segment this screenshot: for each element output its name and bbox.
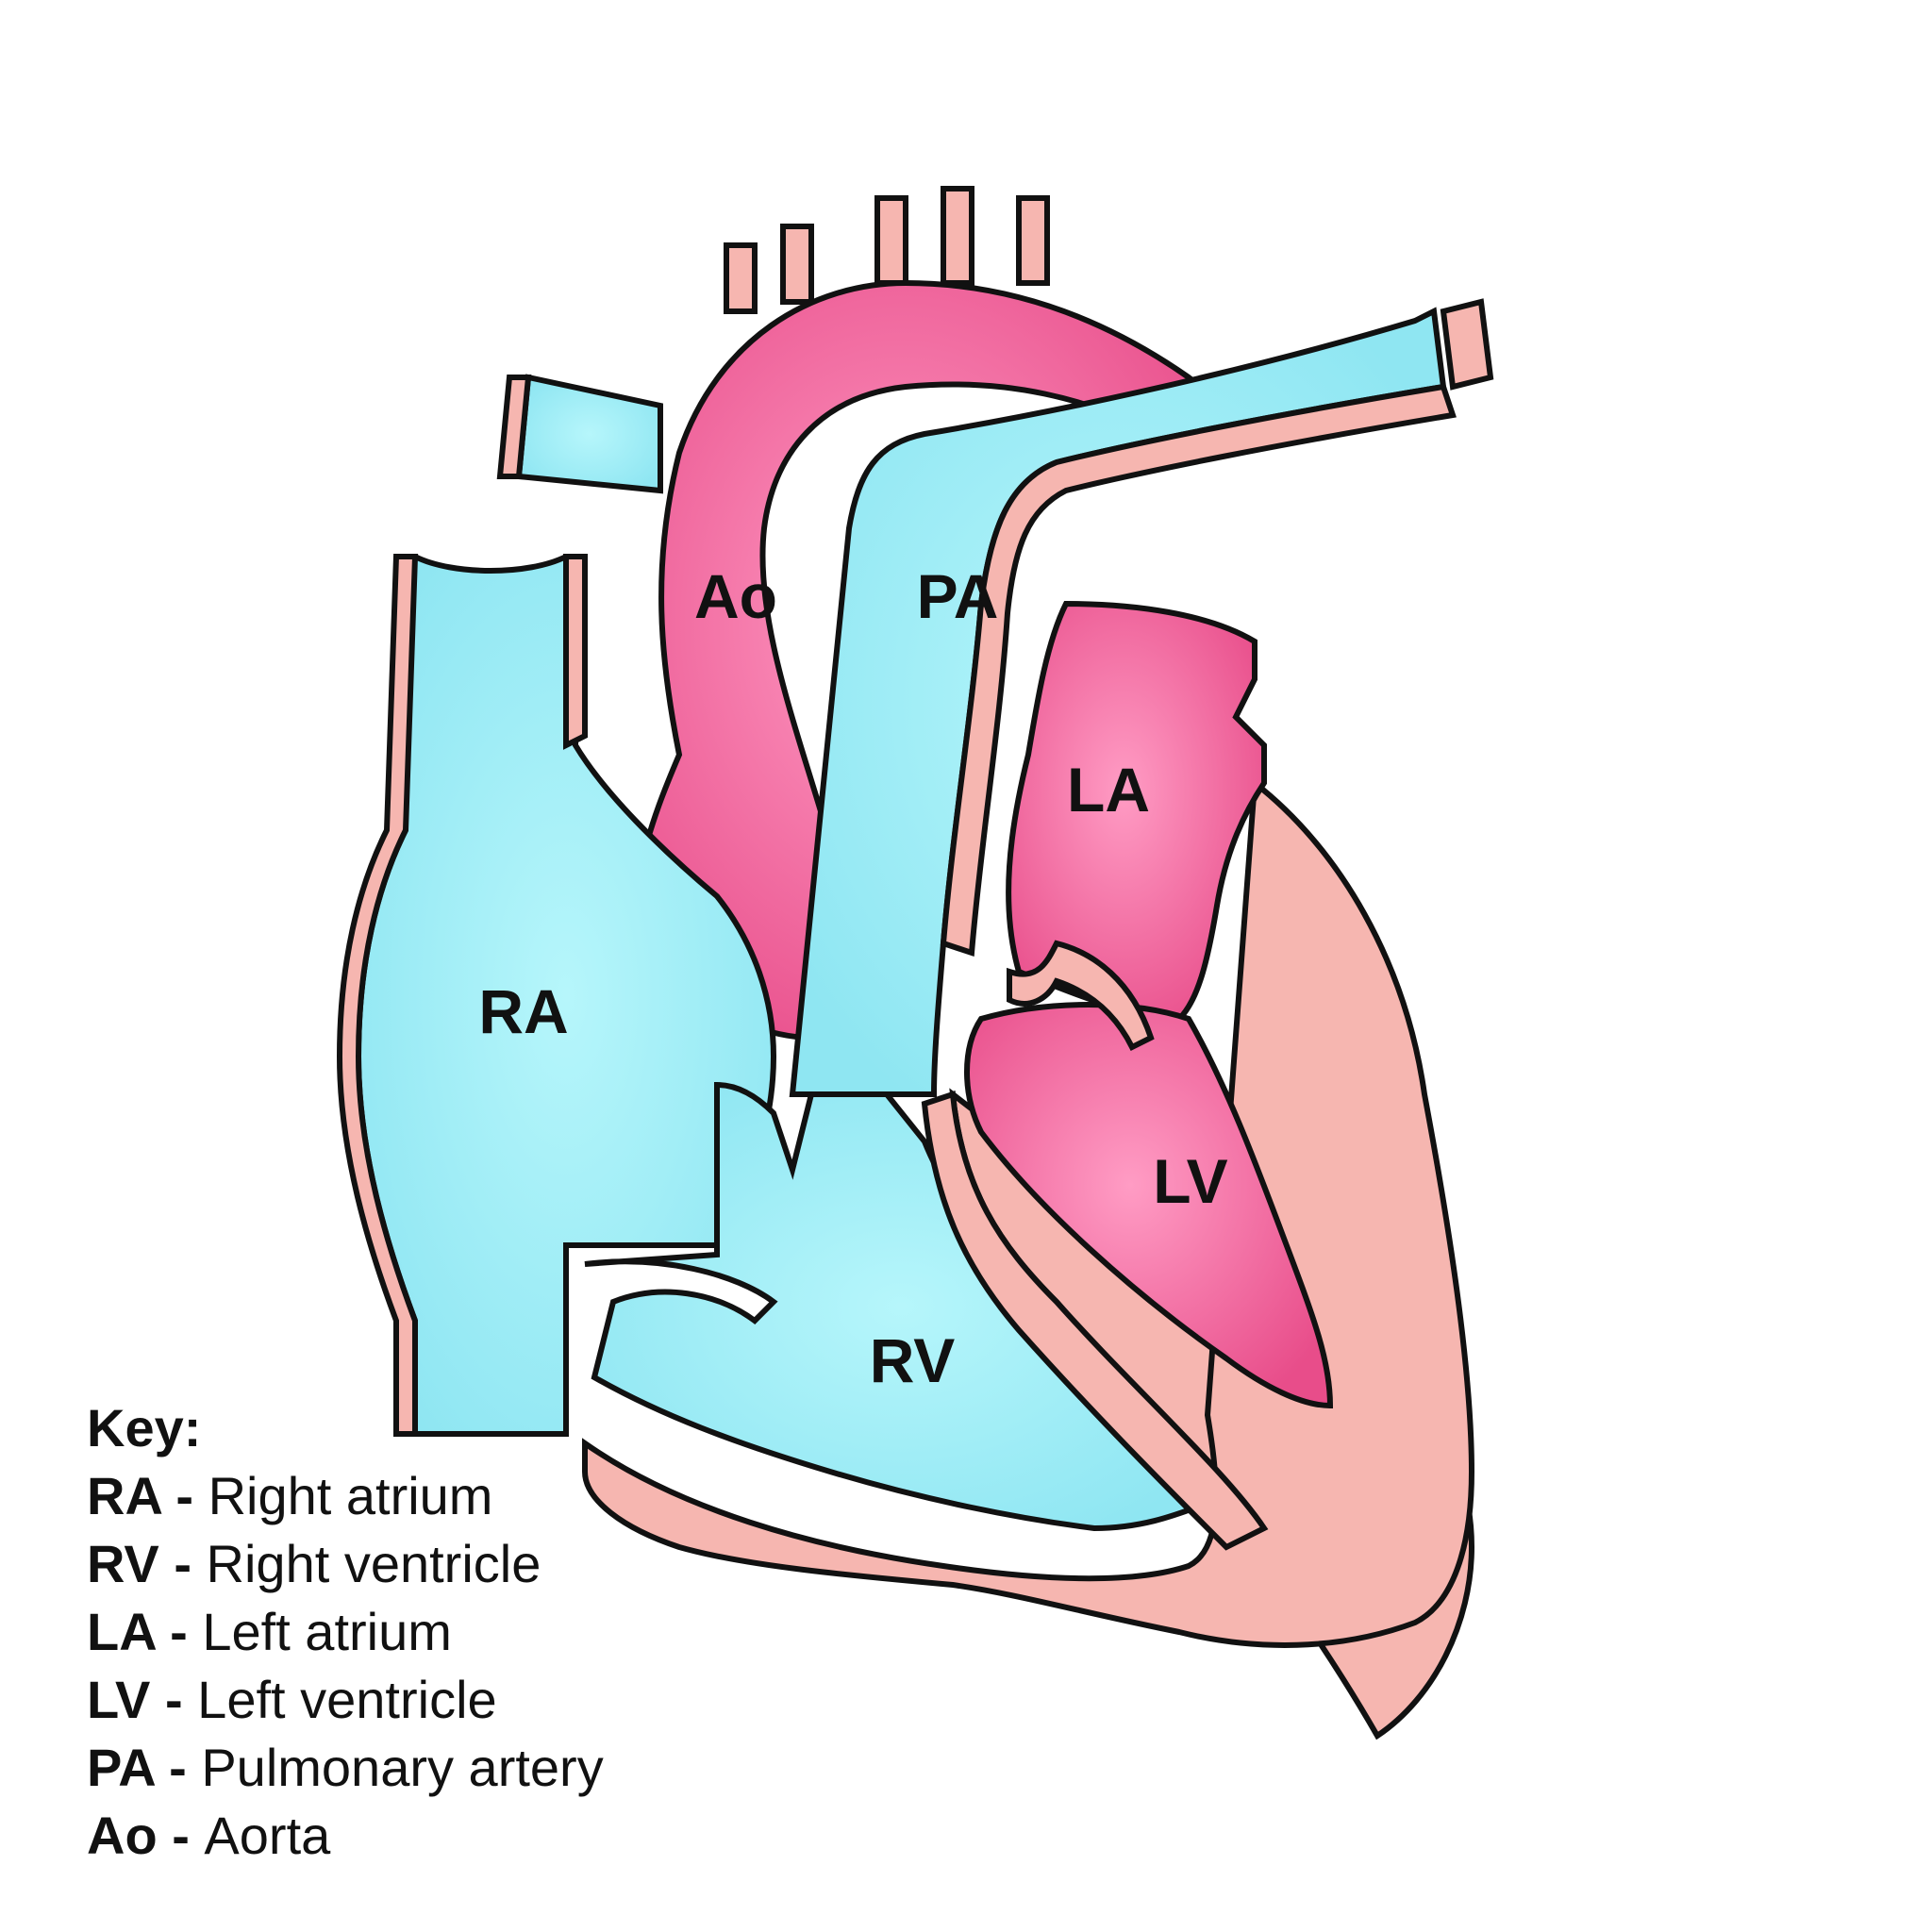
aortic-branch-2 <box>780 224 814 305</box>
mitral-valve <box>1007 940 1155 1052</box>
label-la: LA <box>1067 755 1150 824</box>
legend-item-name: Aorta <box>204 1806 331 1865</box>
legend-item-separator: - <box>160 1466 208 1525</box>
legend-item: PA - Pulmonary artery <box>87 1734 604 1802</box>
legend-item-abbreviation: RA <box>87 1466 161 1525</box>
label-pa: PA <box>917 561 999 631</box>
legend-item-abbreviation: Ao <box>87 1806 158 1865</box>
legend-item-name: Left atrium <box>202 1602 452 1661</box>
legend-item: LA - Left atrium <box>87 1598 604 1666</box>
pulmonary-vein-left-stub <box>496 375 532 479</box>
aortic-branch-3 <box>874 195 908 286</box>
label-rv: RV <box>870 1325 956 1395</box>
legend-title: Key: <box>87 1398 202 1457</box>
label-ra: RA <box>478 976 568 1046</box>
legend-item-name: Left ventricle <box>197 1670 497 1729</box>
right-atrium-wall-right <box>563 554 588 750</box>
interventricular-septum <box>921 1090 1269 1551</box>
legend-item-abbreviation: RV <box>87 1534 159 1593</box>
right-atrium-wall-left <box>336 554 419 1437</box>
legend-item: RV - Right ventricle <box>87 1530 604 1598</box>
label-lv: LV <box>1153 1146 1227 1216</box>
legend-item-separator: - <box>155 1602 203 1661</box>
legend-item-name: Right ventricle <box>206 1534 541 1593</box>
legend-item-abbreviation: LV <box>87 1670 151 1729</box>
aortic-branch-5 <box>1016 195 1050 286</box>
label-ao: Ao <box>694 561 777 631</box>
aortic-branch-1 <box>724 242 758 314</box>
legend-item: LV - Left ventricle <box>87 1666 604 1734</box>
legend-item: RA - Right atrium <box>87 1462 604 1530</box>
legend-item-name: Right atrium <box>208 1466 493 1525</box>
aortic-branch-4 <box>941 186 974 286</box>
pulmonary-artery-left-branch-stub <box>1440 298 1494 391</box>
pulmonary-artery-wall <box>940 383 1457 958</box>
legend-item-separator: - <box>150 1670 198 1729</box>
heart-outer-wall <box>582 777 1475 1648</box>
legend-item-abbreviation: PA <box>87 1738 155 1797</box>
legend-item-name: Pulmonary artery <box>201 1738 604 1797</box>
legend-item-separator: - <box>157 1806 205 1865</box>
legend-item-separator: - <box>154 1738 202 1797</box>
legend-item-abbreviation: LA <box>87 1602 156 1661</box>
left-ventricle <box>964 1002 1334 1409</box>
legend-item-separator: - <box>158 1534 207 1593</box>
pulmonary-vein-upper-left <box>515 374 663 494</box>
legend-item: Ao - Aorta <box>87 1802 604 1870</box>
